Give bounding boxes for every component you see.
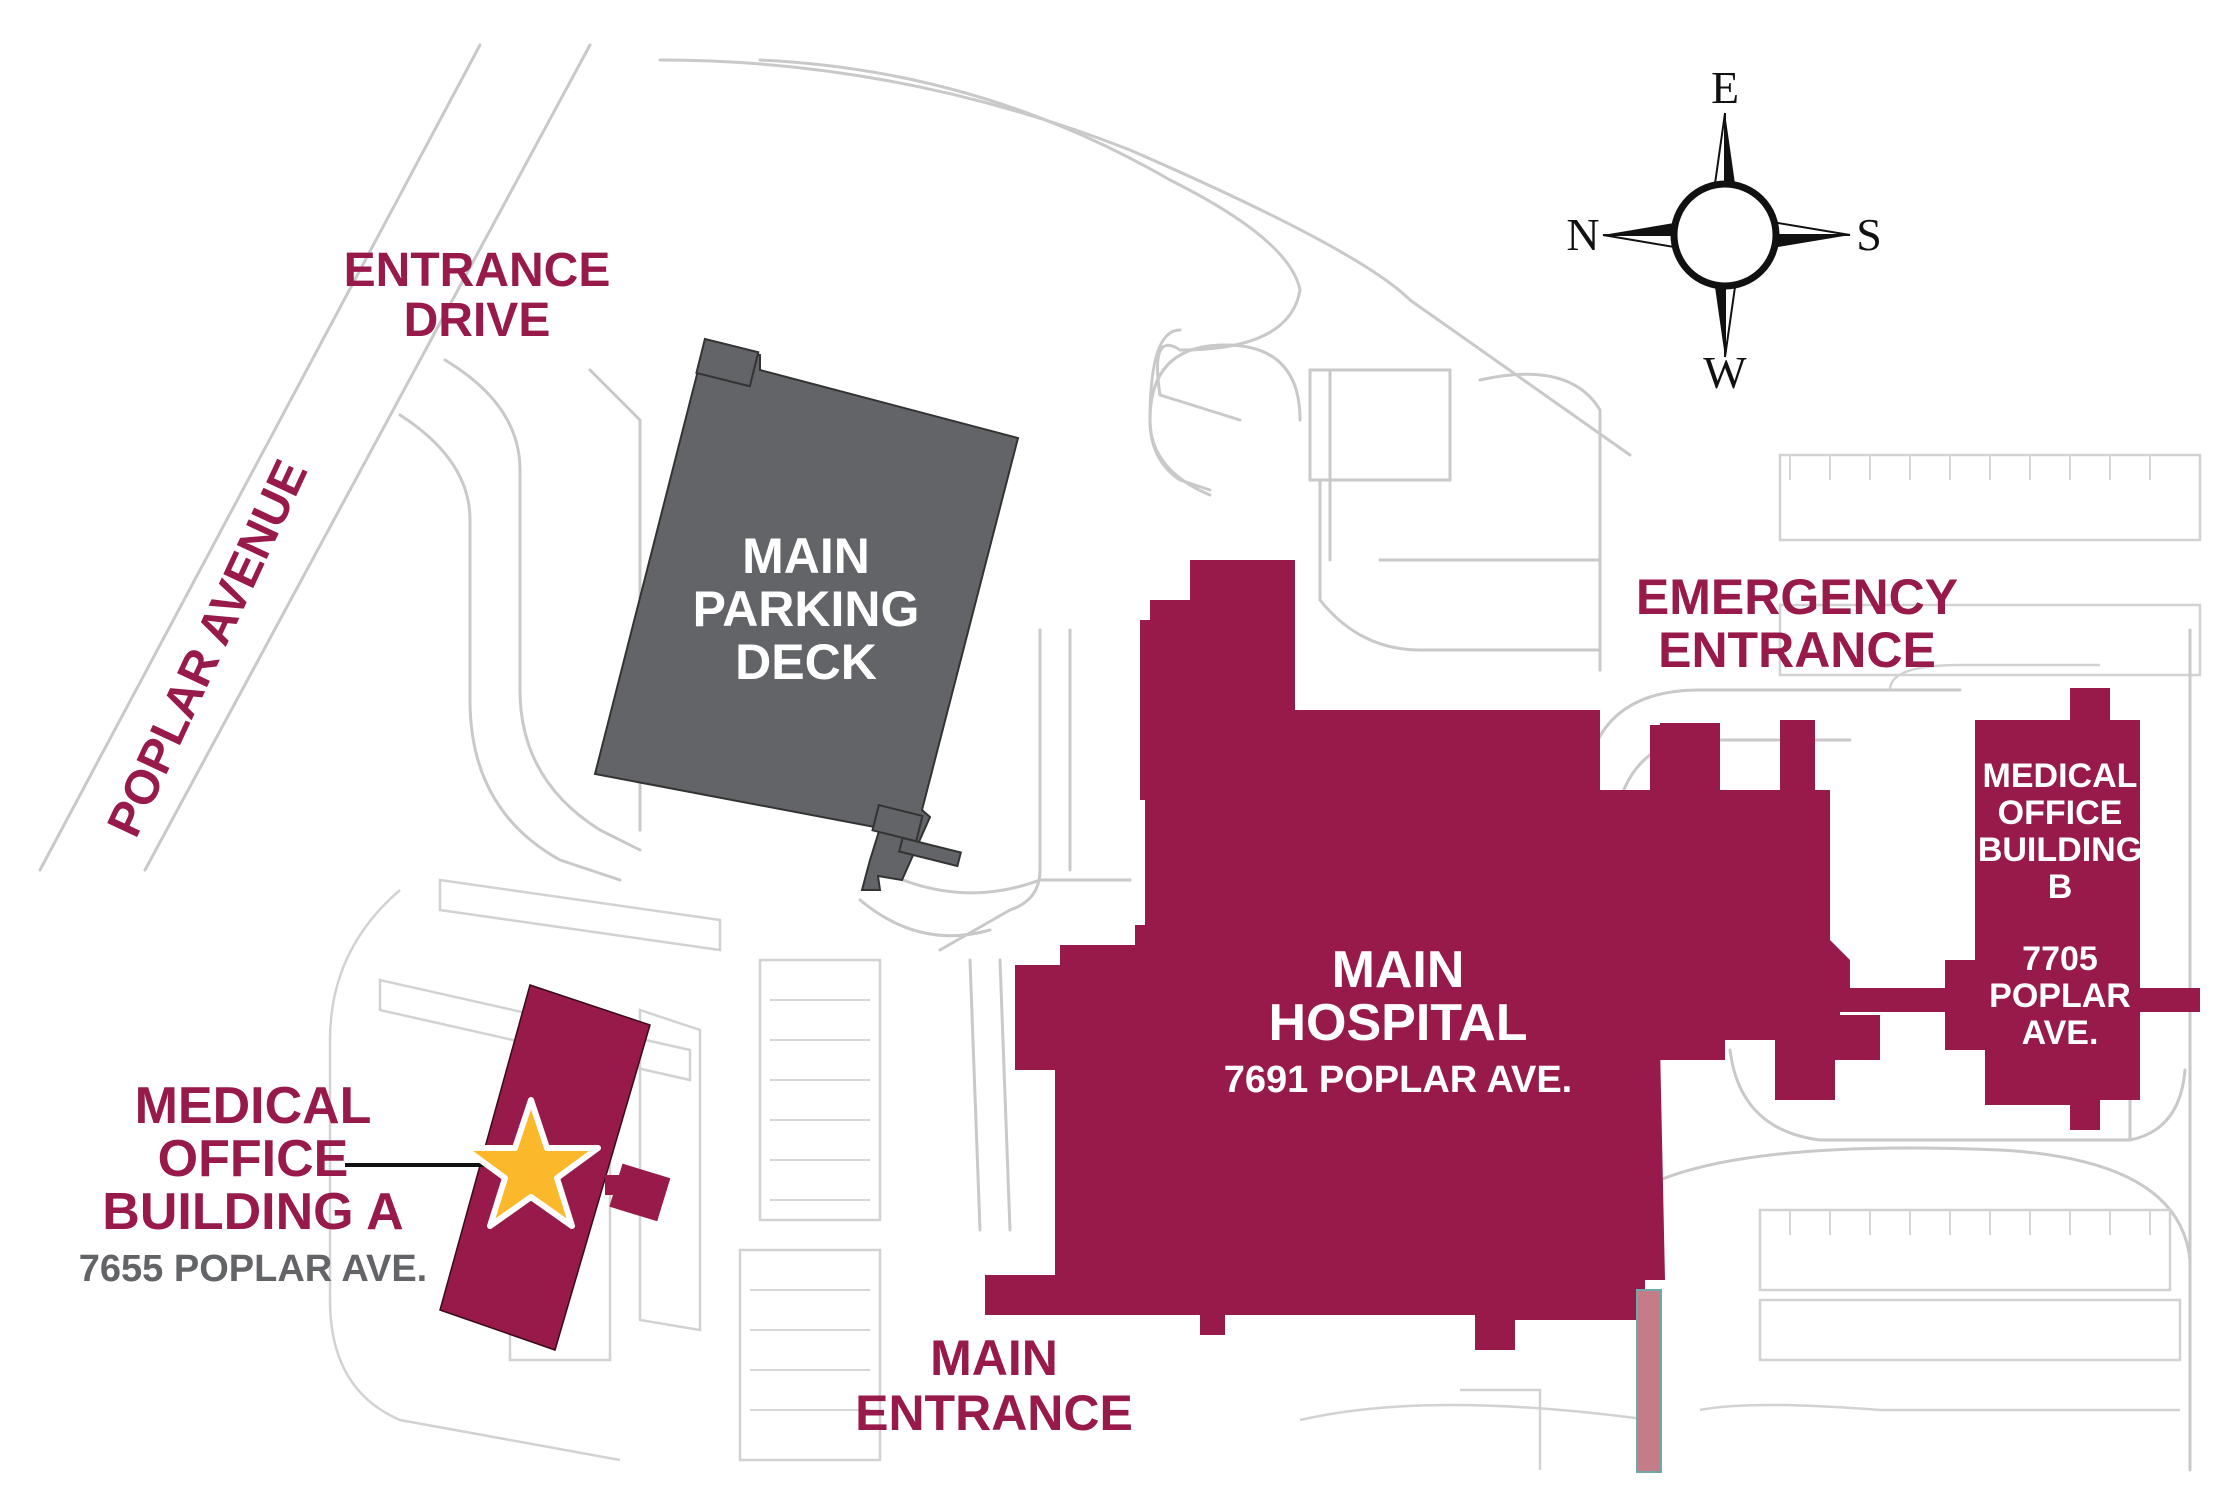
compass-north-label: N bbox=[1566, 209, 1599, 260]
main-hospital-line-2: HOSPITAL bbox=[1268, 994, 1527, 1052]
building-b-address-3: AVE. bbox=[2022, 1014, 2099, 1052]
medical-office-building-b[interactable] bbox=[1945, 688, 2140, 1130]
hospital-east-annex bbox=[1775, 1038, 1835, 1100]
main-entrance-label: MAIN ENTRANCE bbox=[855, 1330, 1133, 1441]
building-a-label: MEDICAL OFFICE BUILDING A 7655 POPLAR AV… bbox=[79, 1077, 427, 1290]
compass-rose-icon: E W N S bbox=[1566, 62, 1881, 398]
parking-deck-line-3: DECK bbox=[735, 634, 877, 690]
parking-stalls bbox=[750, 455, 2151, 1411]
emergency-entrance-line-2: ENTRANCE bbox=[1658, 622, 1936, 678]
building-b-address-2: POPLAR bbox=[1989, 977, 2131, 1015]
main-hospital-building[interactable] bbox=[985, 560, 1880, 1350]
entrance-drive-label: ENTRANCE DRIVE bbox=[344, 244, 611, 347]
walkway bbox=[1636, 1289, 1662, 1473]
emergency-entrance-line-1: EMERGENCY bbox=[1636, 569, 1958, 625]
building-a-connector bbox=[605, 1175, 625, 1195]
building-a-line-2: OFFICE bbox=[158, 1130, 349, 1188]
building-b-line-4: B bbox=[2048, 868, 2073, 906]
emergency-entrance-label: EMERGENCY ENTRANCE bbox=[1636, 569, 1958, 678]
building-a-address: 7655 POPLAR AVE. bbox=[79, 1248, 427, 1290]
star-icon[interactable] bbox=[345, 1097, 601, 1229]
main-hospital-line-1: MAIN bbox=[1332, 941, 1465, 999]
star-shape bbox=[461, 1097, 601, 1229]
emergency-canopy-right bbox=[1780, 722, 1815, 790]
main-parking-deck-label: MAIN PARKING DECK bbox=[693, 528, 920, 690]
poplar-avenue-label: POPLAR AVENUE bbox=[98, 452, 318, 844]
parking-deck-connector bbox=[897, 836, 963, 868]
main-entrance-line-1: MAIN bbox=[930, 1330, 1058, 1386]
building-a-line-1: MEDICAL bbox=[135, 1077, 372, 1135]
main-hospital-label: MAIN HOSPITAL 7691 POPLAR AVE. bbox=[1224, 941, 1572, 1101]
building-b-label: MEDICAL OFFICE BUILDING B 7705 POPLAR AV… bbox=[1978, 757, 2142, 1052]
main-entrance-line-2: ENTRANCE bbox=[855, 1385, 1133, 1441]
main-parking-deck-building[interactable] bbox=[593, 341, 1020, 891]
main-hospital-address: 7691 POPLAR AVE. bbox=[1224, 1059, 1572, 1101]
building-b-line-3: BUILDING bbox=[1978, 831, 2142, 869]
entrance-drive-line-2: DRIVE bbox=[404, 294, 551, 347]
compass-east-label: E bbox=[1711, 62, 1739, 113]
building-b-line-2: OFFICE bbox=[1998, 794, 2123, 832]
parking-deck-line-2: PARKING bbox=[693, 581, 920, 637]
parking-deck-line-1: MAIN bbox=[742, 528, 870, 584]
emergency-canopy-left bbox=[1650, 725, 1720, 790]
parking-deck-ramp bbox=[871, 803, 924, 843]
entrance-drive-line-1: ENTRANCE bbox=[344, 244, 611, 297]
building-a-line-3: BUILDING A bbox=[102, 1183, 403, 1241]
building-b-line-1: MEDICAL bbox=[1983, 757, 2138, 795]
parking-deck-stair-tower bbox=[695, 337, 760, 388]
compass-south-label: S bbox=[1856, 209, 1882, 260]
compass-west-label: W bbox=[1703, 347, 1747, 398]
buildings bbox=[439, 337, 2200, 1473]
building-b-address-1: 7705 bbox=[2022, 940, 2098, 978]
